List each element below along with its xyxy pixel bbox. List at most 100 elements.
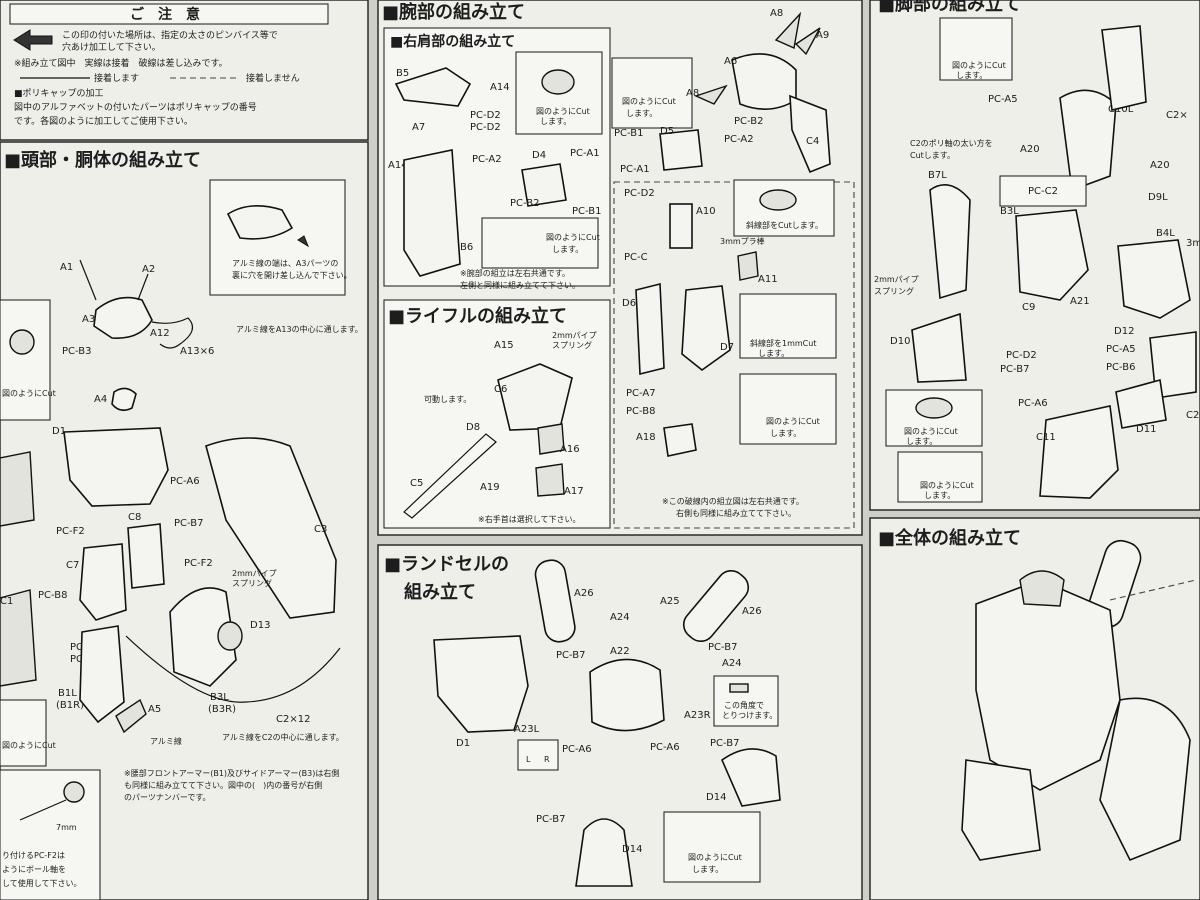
c2-note-1: C2のポリ軸の太い方を	[910, 138, 993, 148]
label-b5: B5	[396, 68, 409, 79]
cut-box-left	[0, 299, 51, 421]
overall-guide-line	[1109, 579, 1197, 601]
neck-part-a4	[111, 387, 137, 412]
cut-as-a2: します。	[540, 117, 571, 126]
alu-c2-note: アルミ線をC2の中心に通します。	[222, 732, 344, 742]
label-pc-c: PC-C	[624, 252, 648, 263]
cut-box-c	[611, 57, 693, 129]
rifle-barrel-c5	[403, 433, 497, 519]
label-pc-f2b: PC-F2	[184, 558, 213, 569]
label-a11: A11	[758, 274, 778, 285]
overall-robot-head	[1019, 570, 1065, 607]
label-pc-b8: PC-B8	[38, 590, 68, 601]
label-a26a: A26	[574, 588, 594, 599]
randsel-body-d1	[433, 635, 529, 733]
label-pc-f2a: PC-F2	[56, 526, 85, 537]
leg-spring: スプリング	[874, 286, 914, 296]
label-pc-a2a: PC-A2	[472, 154, 502, 165]
label-pc-dash: PC-	[70, 642, 87, 653]
label-pc-b7b: PC-B7	[708, 642, 738, 653]
arm-part-d5	[659, 129, 703, 171]
label-c1: C1	[0, 596, 13, 607]
label-a9: A9	[816, 30, 829, 41]
arm-part-a10	[669, 203, 693, 249]
thruster-a26a	[534, 559, 576, 643]
label-a20b: A20	[1150, 160, 1170, 171]
label-c8: C8	[128, 512, 141, 523]
label-a14b: A14	[388, 160, 408, 171]
thruster-a26b	[682, 569, 750, 643]
l-label: L	[526, 755, 531, 764]
knee-part-upper	[1101, 25, 1147, 111]
drill-arrow-icon	[13, 29, 53, 51]
label-c10l: C10L	[1108, 104, 1134, 115]
lr-box	[517, 739, 559, 771]
leg-armor-b7l	[929, 184, 971, 300]
knee-part-c10l	[1059, 89, 1117, 192]
label-c4: C4	[806, 136, 819, 147]
rifle-spring: スプリング	[552, 340, 592, 350]
label-c9: C9	[1022, 302, 1035, 313]
label-c5: C5	[410, 478, 423, 489]
polycap-line-2: です。各図のように加工してご使用下さい。	[14, 115, 193, 127]
alu-label: アルミ線	[150, 736, 182, 746]
spike-a8	[774, 11, 802, 50]
label-a17: A17	[564, 486, 584, 497]
leg-cut-box-c	[897, 451, 983, 503]
leg-cut-a: 図のようにCut	[952, 61, 1006, 70]
label-b7l: B7L	[928, 170, 947, 181]
overall-robot-side	[1099, 697, 1191, 862]
arm-part-c4	[789, 94, 831, 174]
cut-as-c: 図のようにCut	[622, 97, 676, 106]
label-b6: B6	[460, 242, 473, 253]
pc-c2-box	[999, 175, 1087, 207]
head-part	[93, 296, 153, 339]
polycap-cut-a	[541, 69, 575, 95]
notice-title-box	[9, 3, 329, 25]
label-pc-a5a: PC-A5	[988, 94, 1018, 105]
label-pc-b7a: PC-B7	[556, 650, 586, 661]
label-a20a: A20	[1020, 144, 1040, 155]
notice-title: ご 注 意	[130, 6, 200, 23]
label-pc-a1a: PC-A1	[570, 148, 600, 159]
label-pc-d2-leg: PC-D2	[1006, 350, 1037, 361]
arm-common-note-1: ※腕部の組立は左右共通です。	[460, 268, 570, 278]
arm-part-a11	[737, 251, 759, 281]
label-pc-a5b: PC-A5	[1106, 344, 1136, 355]
label-a8a: A8	[770, 8, 783, 19]
side-part	[0, 451, 35, 527]
label-a12: A12	[150, 328, 170, 339]
pla-rod-label: 3mmプラ棒	[720, 236, 765, 246]
label-c24: C24	[1186, 410, 1200, 421]
label-a8b: A8	[686, 88, 699, 99]
spring-label: スプリング	[232, 578, 272, 588]
label-d14a: D14	[622, 844, 642, 855]
slanted-cut-note: 斜線部をCutします。	[746, 220, 823, 230]
leg-cut-c: 図のようにCut	[920, 481, 974, 490]
nozzle-d14b	[721, 748, 781, 807]
leg-cut-a2: します。	[956, 71, 987, 80]
shoulder-part-b6	[403, 149, 461, 277]
label-pc-b1a: PC-B1	[572, 206, 602, 217]
part-d13	[217, 621, 243, 651]
label-pc-b2a: PC-B2	[510, 198, 540, 209]
side-armor-b3l	[169, 587, 237, 687]
leg-cut-b2: します。	[906, 437, 937, 446]
foot-part-d10	[911, 312, 967, 383]
label-d11: D11	[1136, 424, 1156, 435]
label-d5: D5	[660, 126, 674, 137]
label-pc-b7-leg: PC-B7	[1000, 364, 1030, 375]
label-d6: D6	[622, 298, 636, 309]
leg-cut-b: 図のようにCut	[904, 427, 958, 436]
randsel-title-2: 組み立て	[404, 581, 476, 603]
leg-pipe: 2mmパイプ	[874, 275, 919, 284]
pcf2-note-3: して使用して下さい。	[2, 878, 82, 888]
randsel-cut-2: します。	[692, 865, 723, 874]
label-a7: A7	[412, 122, 425, 133]
label-a6: A6	[724, 56, 737, 67]
alu-note-2: 裏に穴を開け差し込んで下さい。	[232, 270, 352, 280]
label-d4: D4	[532, 150, 546, 161]
arm-common-note-2: 左側と同様に組み立てて下さい。	[460, 280, 580, 290]
overall-robot-torso	[975, 579, 1121, 791]
